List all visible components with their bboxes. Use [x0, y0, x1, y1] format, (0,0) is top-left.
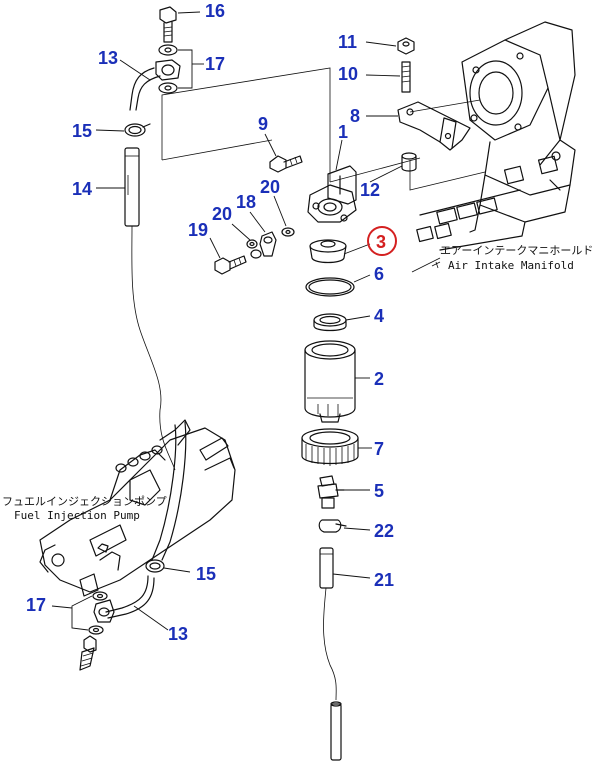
part-20-washer-a — [273, 195, 295, 237]
fuel-pump-label-en: Fuel Injection Pump — [14, 509, 140, 522]
callout-1: 1 — [338, 122, 348, 142]
callout-21: 21 — [374, 570, 394, 590]
callout-15-top: 15 — [72, 121, 92, 141]
callout-9: 9 — [258, 114, 268, 134]
callout-8: 8 — [350, 106, 360, 126]
part-17-washers-bottom — [51, 591, 108, 635]
part-17-washers-top — [158, 44, 204, 94]
part-13-fuel-pipe-bottom — [93, 575, 169, 631]
part-3-cap — [309, 239, 371, 264]
callout-3: 3 — [376, 232, 386, 252]
air-intake-leader-mark — [431, 261, 441, 269]
callout-6: 6 — [374, 264, 384, 284]
callout-4: 4 — [374, 306, 384, 326]
part-20-washer-b — [231, 223, 262, 259]
notes: エアーインテークマニホールド Air Intake Manifold フュエルイ… — [2, 244, 593, 522]
part-8-bracket — [366, 101, 471, 151]
callout-13-bottom: 13 — [168, 624, 188, 644]
air-intake-label-jp: エアーインテークマニホールド — [440, 244, 593, 257]
callout-7: 7 — [374, 439, 384, 459]
part-1-filter-head — [307, 139, 357, 223]
callout-17-top: 17 — [205, 54, 225, 74]
fuel-pump-label-jp: フュエルインジェクションポンプ — [2, 495, 167, 508]
part-18-banjo-fitting — [249, 211, 277, 257]
part-6-o-ring — [305, 274, 371, 297]
part-16-eye-bolt — [159, 6, 201, 43]
part-21-drain-hose — [319, 547, 371, 761]
callout-16: 16 — [205, 1, 225, 21]
callout-2: 2 — [374, 369, 384, 389]
callout-12: 12 — [360, 180, 380, 200]
callout-labels: 16 17 13 11 10 8 9 1 15 12 14 20 18 20 1… — [26, 1, 394, 644]
callout-19: 19 — [188, 220, 208, 240]
part-9-bolt — [264, 133, 303, 173]
air-intake-manifold — [411, 21, 576, 273]
fuel-injection-pump — [39, 419, 236, 597]
callout-14: 14 — [72, 179, 92, 199]
air-intake-label-en: Air Intake Manifold — [448, 259, 574, 272]
part-2-filter-element — [304, 340, 370, 423]
part-15-hose-clamp-top — [95, 123, 151, 137]
part-11-nut — [365, 37, 415, 55]
callout-10: 10 — [338, 64, 358, 84]
part-3-highlight-ring — [367, 226, 397, 256]
part-7-ring-nut — [301, 428, 372, 466]
callout-20-a: 20 — [260, 177, 280, 197]
callout-11: 11 — [338, 32, 357, 52]
mounting-frame-lines — [161, 67, 486, 191]
callout-13-top: 13 — [98, 48, 118, 68]
callout-5: 5 — [374, 481, 384, 501]
part-5-drain-plug — [317, 475, 370, 509]
part-14-fuel-hose — [96, 147, 176, 471]
callout-18: 18 — [236, 192, 256, 212]
part-4-seal — [313, 313, 371, 332]
callout-15-bottom: 15 — [196, 564, 216, 584]
part-12-spacer — [369, 152, 417, 183]
callout-22: 22 — [374, 521, 394, 541]
part-10-stud — [365, 61, 411, 93]
part-16-eye-bolt-bottom — [79, 635, 97, 671]
part-13-fuel-pipe-top — [119, 59, 181, 111]
part-22-clamp — [318, 519, 371, 533]
callout-20-b: 20 — [212, 204, 232, 224]
part-15-hose-clamp-bottom — [145, 559, 191, 573]
callout-17-bottom: 17 — [26, 595, 46, 615]
part-19-bolt — [209, 237, 247, 275]
